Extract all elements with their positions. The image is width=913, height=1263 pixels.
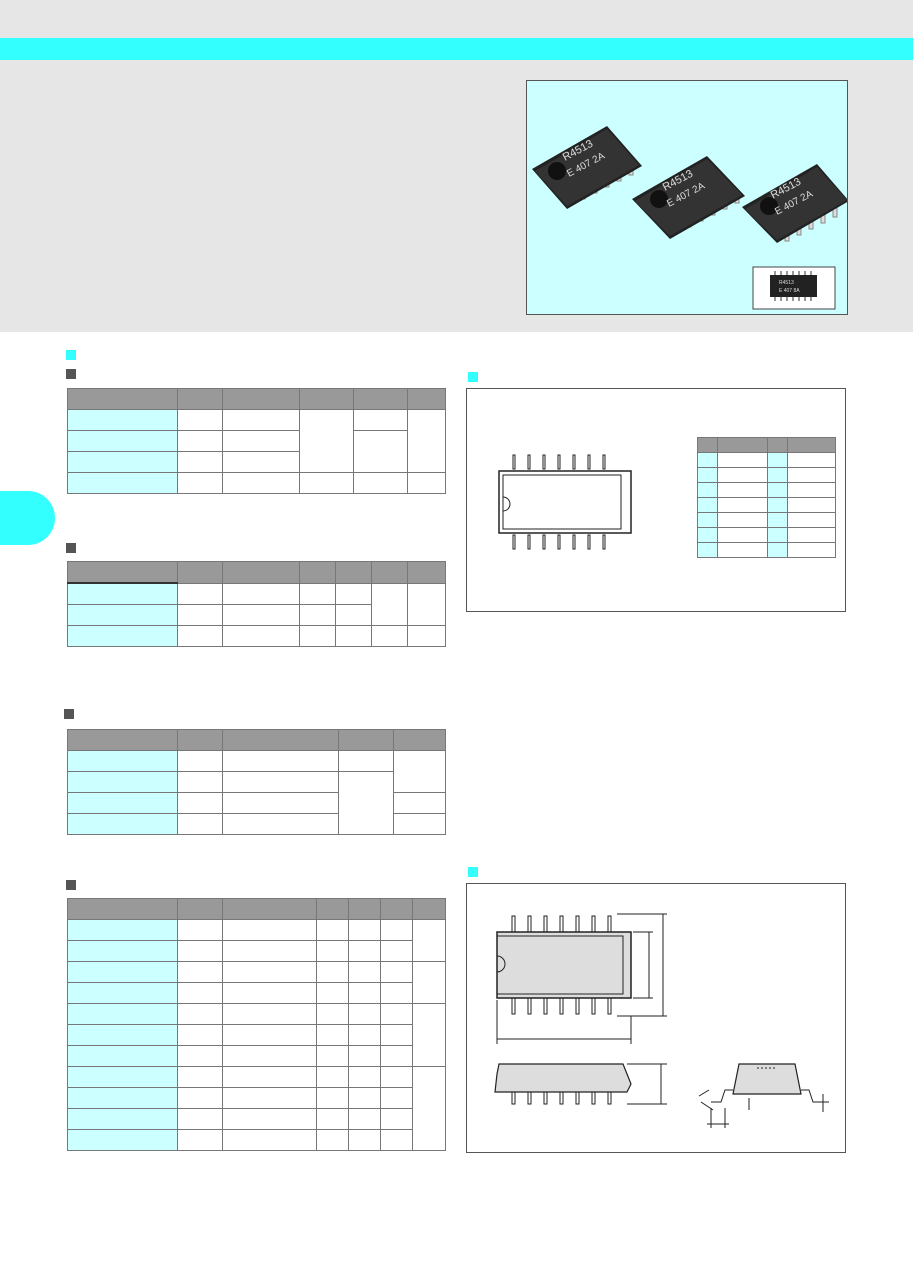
table-4	[67, 898, 446, 1151]
table-row	[67, 1045, 446, 1067]
dim-side-view	[494, 1063, 667, 1105]
dimensions-box	[466, 883, 846, 1153]
product-photo-svg: R4513 E 407 2A R4513 E 407 2A	[532, 126, 847, 310]
table-row	[67, 1108, 446, 1130]
table-row	[67, 472, 446, 494]
table-row	[67, 750, 446, 793]
table-row	[67, 604, 446, 626]
table-row	[67, 898, 446, 920]
table-1	[67, 388, 446, 494]
table-row	[697, 497, 836, 513]
table-3	[67, 729, 446, 835]
table-row	[67, 729, 446, 751]
dimensions-marker	[468, 867, 478, 877]
table-row	[67, 813, 446, 835]
table-row	[67, 582, 446, 626]
table-row	[67, 1003, 446, 1067]
product-photo: R4513 E 407 2A R4513 E 407 2A	[526, 80, 848, 315]
table-row	[67, 430, 446, 473]
chip-1: R4513 E 407 2A	[532, 126, 642, 209]
table-row	[67, 1024, 446, 1046]
table-row	[697, 512, 836, 528]
table-row	[697, 527, 836, 543]
inset-mark-1: R4513	[779, 280, 794, 286]
table3-marker	[64, 709, 74, 719]
title-bar	[0, 38, 913, 60]
table-row	[67, 771, 446, 835]
table-row	[67, 409, 446, 473]
table-row	[67, 625, 446, 647]
table1-marker	[66, 369, 76, 379]
inset-mark-2: E 407 8A	[779, 288, 800, 294]
chip-3: R4513 E 407 2A	[742, 164, 847, 243]
table-row	[697, 482, 836, 498]
table-row	[697, 452, 836, 468]
dim-top-view	[496, 913, 667, 1044]
table-row	[67, 982, 446, 1004]
table-row	[697, 542, 836, 558]
table-row	[67, 388, 446, 410]
dimensions-drawing	[494, 913, 829, 1128]
pin-table	[697, 437, 836, 558]
table-row	[67, 561, 446, 584]
dim-end-view	[698, 1063, 829, 1128]
pinout-box	[466, 388, 846, 612]
table-row	[67, 451, 446, 473]
side-index-tab	[0, 491, 55, 545]
inset-photo: R4513 E 407 8A	[752, 266, 836, 310]
table-row	[67, 792, 446, 814]
table-row	[67, 1066, 446, 1151]
specs-section-marker	[66, 350, 76, 360]
table-row	[697, 437, 836, 453]
table-row	[67, 940, 446, 962]
table-2	[67, 561, 446, 647]
table-row	[67, 1087, 446, 1109]
chip-2: R4513 E 407 2A	[632, 156, 745, 239]
table-row	[67, 961, 446, 1004]
pinout-marker	[468, 372, 478, 382]
table-row	[697, 467, 836, 483]
pinout-chip-diagram	[498, 454, 632, 550]
table2-marker	[66, 543, 76, 553]
table-row	[67, 919, 446, 962]
table-row	[67, 1129, 446, 1151]
table4-marker	[66, 880, 76, 890]
